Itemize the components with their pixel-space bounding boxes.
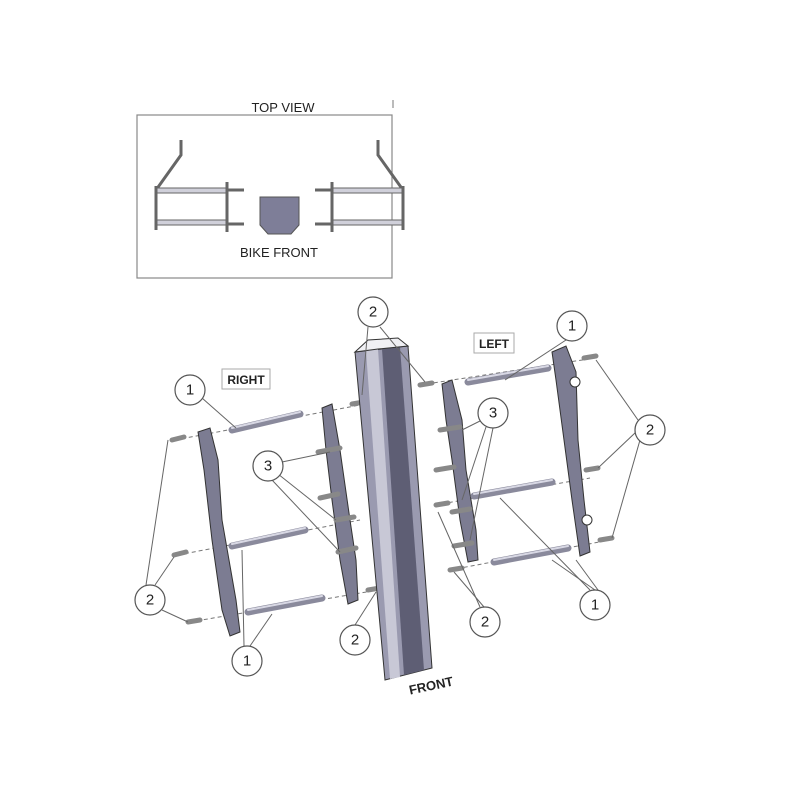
svg-text:3: 3	[489, 405, 497, 422]
right-label-box	[221, 368, 271, 390]
svg-text:1: 1	[186, 382, 194, 399]
callout-1-left-top: 1	[556, 310, 588, 342]
svg-text:1: 1	[243, 653, 251, 670]
top-view-right-bracket	[154, 140, 244, 232]
bike-front-shape	[259, 196, 300, 235]
right-rods	[228, 410, 326, 616]
right-outer-plate	[197, 427, 241, 637]
svg-text:2: 2	[369, 304, 377, 321]
left-inner-plate	[441, 379, 479, 563]
front-label: FRONT	[408, 674, 455, 698]
top-view-frame	[136, 114, 393, 279]
callout-3-right: 3	[252, 450, 284, 482]
bike-front-caption: BIKE FRONT	[240, 245, 318, 260]
callout-1-left-bottom: 1	[579, 589, 611, 621]
left-label: LEFT	[479, 337, 510, 351]
svg-text:1: 1	[568, 318, 576, 335]
left-outer-plate	[551, 345, 593, 557]
svg-text:1: 1	[591, 597, 599, 614]
callout-1-right-top: 1	[174, 374, 206, 406]
top-view-left-bracket	[315, 140, 405, 232]
top-view-title: TOP VIEW	[251, 100, 315, 115]
top-view-panel: TOP VIEW BIKE FRONT	[136, 100, 405, 279]
callout-2-post-top: 2	[357, 296, 389, 328]
leader-lines	[145, 326, 641, 647]
callout-1-right-bottom: 1	[231, 645, 263, 677]
right-inner-plate	[321, 403, 359, 605]
svg-text:2: 2	[351, 632, 359, 649]
svg-text:3: 3	[264, 458, 272, 475]
center-post	[353, 337, 433, 681]
svg-text:2: 2	[646, 422, 654, 439]
callout-2-left-inner: 2	[469, 606, 501, 638]
svg-text:2: 2	[481, 614, 489, 631]
callout-2-post-bottom: 2	[339, 624, 371, 656]
left-label-box	[473, 332, 515, 354]
left-rods	[464, 364, 572, 566]
left-bolts	[417, 353, 615, 573]
right-label: RIGHT	[227, 373, 265, 387]
callout-2-right-outer: 2	[134, 584, 166, 616]
callout-2-left-outer: 2	[634, 414, 666, 446]
callout-3-left: 3	[477, 397, 509, 429]
svg-text:2: 2	[146, 592, 154, 609]
